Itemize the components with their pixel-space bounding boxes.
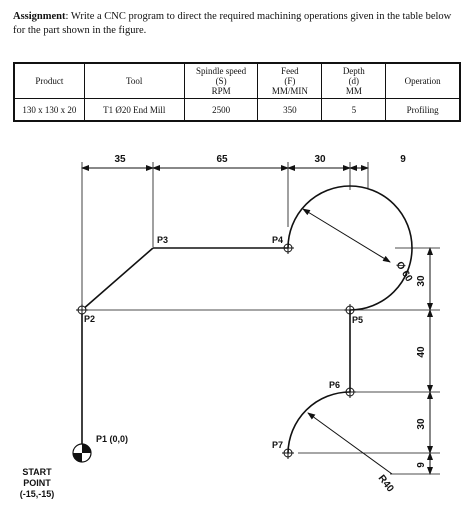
point-markers [76, 242, 356, 459]
dim-65: 65 [216, 154, 228, 165]
dim-40-right: 40 [416, 346, 427, 358]
header-spindle: Spindle speed(S)RPM [183, 62, 259, 99]
cell-tool: T1 Ø20 End Mill [83, 98, 185, 122]
start-point-line1: START [22, 467, 52, 477]
label-p5: P5 [352, 315, 363, 325]
part-profile [81, 185, 413, 454]
header-product: Product [13, 62, 85, 99]
cell-product: 130 x 130 x 20 [13, 98, 85, 122]
dim-30-top: 30 [314, 154, 326, 165]
operations-table: Product Tool Spindle speed(S)RPM Feed(F)… [13, 62, 461, 122]
assignment-label: Assignment [13, 11, 66, 22]
dim-9-right: 9 [416, 462, 427, 468]
label-p6: P6 [329, 380, 340, 390]
table-row: 130 x 130 x 20 T1 Ø20 End Mill 2500 350 … [13, 98, 461, 122]
dim-30-right-top: 30 [416, 275, 427, 287]
dim-35: 35 [114, 154, 126, 165]
dim-9-top: 9 [400, 154, 406, 165]
diameter-label: Ø 60 [393, 260, 414, 285]
radius-leader [307, 412, 393, 475]
start-point-line2: POINT [23, 478, 51, 488]
label-p1: P1 (0,0) [96, 434, 128, 444]
label-p3: P3 [157, 235, 168, 245]
label-p7: P7 [272, 440, 283, 450]
label-p4: P4 [272, 235, 283, 245]
header-feed: Feed(F)MM/MIN [257, 62, 323, 99]
start-point-line3: (-15,-15) [20, 489, 55, 499]
cell-feed: 350 [257, 98, 323, 122]
label-p2: P2 [84, 314, 95, 324]
diameter-leader [302, 208, 391, 263]
assignment-text: Assignment: Write a CNC program to direc… [13, 10, 463, 38]
dim-30-right-bottom: 30 [416, 418, 427, 430]
cell-operation: Profiling [385, 98, 461, 122]
radius-label: R40 [376, 473, 396, 495]
table-header-row: Product Tool Spindle speed(S)RPM Feed(F)… [13, 62, 461, 99]
origin-icon [72, 443, 92, 463]
extension-lines [81, 162, 440, 475]
header-tool: Tool [83, 62, 185, 99]
assignment-body: : Write a CNC program to direct the requ… [13, 11, 452, 36]
header-operation: Operation [385, 62, 461, 99]
